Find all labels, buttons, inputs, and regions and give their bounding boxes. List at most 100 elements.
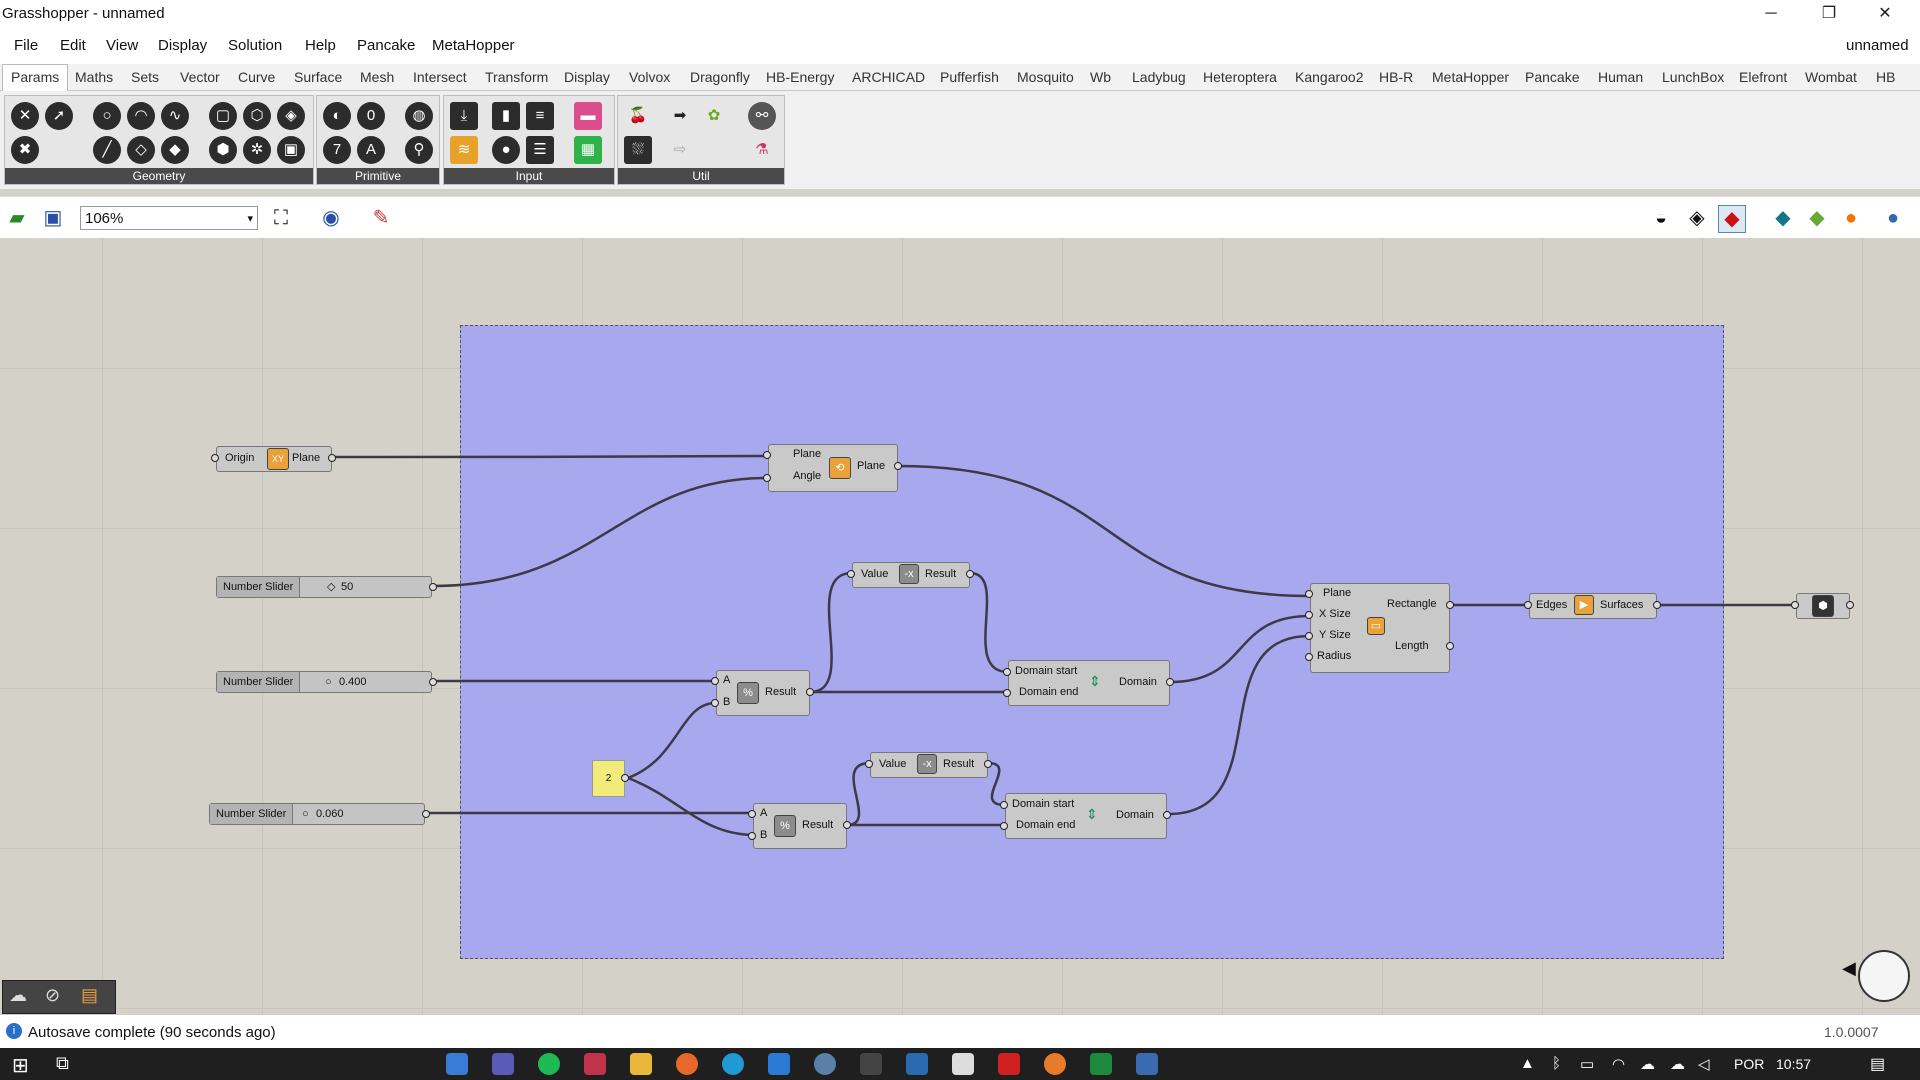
tab-kangaroo2[interactable]: Kangaroo2 — [1295, 69, 1364, 85]
navigation-compass[interactable] — [1858, 950, 1910, 1002]
onedrive-icon[interactable]: ☁ — [1670, 1056, 1685, 1073]
input-port[interactable] — [748, 832, 756, 840]
tab-hb-energy[interactable]: HB-Energy — [766, 69, 835, 85]
task-view-icon[interactable]: ⧉ — [56, 1053, 69, 1073]
preview-shaded-icon[interactable]: ◆ — [1718, 205, 1746, 233]
tab-metahopper[interactable]: MetaHopper — [1432, 69, 1510, 85]
path-icon[interactable]: ⚲ — [405, 136, 433, 164]
flask-icon[interactable]: ⚗ — [755, 141, 769, 158]
package-icon[interactable]: ▤ — [81, 985, 99, 1005]
menu-file[interactable]: File — [14, 37, 39, 54]
clock[interactable]: 10:57 — [1776, 1056, 1812, 1072]
firefox-icon[interactable] — [676, 1053, 698, 1075]
tab-display[interactable]: Display — [564, 69, 610, 85]
line-icon[interactable]: ╱ — [93, 136, 121, 164]
r-icon[interactable] — [814, 1053, 836, 1075]
input-port[interactable] — [1000, 822, 1008, 830]
output-port[interactable] — [422, 810, 430, 818]
menu-view[interactable]: View — [106, 37, 139, 54]
output-port[interactable] — [429, 583, 437, 591]
mesh-icon[interactable]: ◈ — [277, 102, 305, 130]
construct-domain-component-1[interactable]: Domain start Domain end ⇕ Domain — [1008, 660, 1170, 706]
panel-list-icon[interactable]: ☰ — [526, 136, 554, 164]
menu-help[interactable]: Help — [305, 37, 336, 54]
tab-dragonfly[interactable]: Dragonfly — [690, 69, 750, 85]
input-port[interactable] — [763, 451, 771, 459]
tab-maths[interactable]: Maths — [75, 69, 114, 85]
battery-icon[interactable]: ▭ — [1580, 1056, 1595, 1073]
rotate-plane-component[interactable]: Plane Angle ⟲ Plane — [768, 444, 898, 492]
input-port[interactable] — [711, 699, 719, 707]
tab-vector[interactable]: Vector — [180, 69, 220, 85]
tab-pufferfish[interactable]: Pufferfish — [940, 69, 999, 85]
input-port[interactable] — [1791, 601, 1799, 609]
input-port[interactable] — [1000, 801, 1008, 809]
import-icon[interactable]: ⤓ — [450, 102, 478, 130]
matrix-icon[interactable]: ▦ — [574, 136, 602, 164]
box-icon[interactable]: ◆ — [161, 136, 189, 164]
plane-icon[interactable]: ◇ — [127, 136, 155, 164]
spotify-icon[interactable] — [538, 1053, 560, 1075]
input-port[interactable] — [1524, 601, 1532, 609]
xy-plane-component[interactable]: Origin XY Plane — [216, 446, 332, 472]
tab-intersect[interactable]: Intersect — [413, 69, 467, 85]
cloud-icon[interactable]: ☁ — [1640, 1056, 1655, 1073]
input-port[interactable] — [748, 810, 756, 818]
tab-human[interactable]: Human — [1598, 69, 1644, 85]
geometry-param-component[interactable]: ⬢ — [1796, 593, 1850, 619]
output-port[interactable] — [984, 760, 992, 768]
grasshopper-canvas[interactable]: Origin XY Plane Plane Angle ⟲ Plane Numb… — [0, 238, 1920, 1014]
value-list-icon[interactable]: ≡ — [526, 102, 554, 130]
slider-grip-icon[interactable]: ○ — [302, 808, 309, 820]
volume-icon[interactable]: ◁ — [1698, 1056, 1710, 1073]
tab-volvox[interactable]: Volvox — [629, 69, 671, 85]
number-slider-2[interactable]: Number Slider ○ 0.400 — [216, 671, 432, 693]
toggle-icon[interactable]: ▮ — [492, 102, 520, 130]
tab-pancake[interactable]: Pancake — [1525, 69, 1580, 85]
component-group[interactable] — [460, 325, 1724, 959]
clusters-icon[interactable]: ⚯ — [748, 102, 776, 130]
division-component-2[interactable]: A B % Result — [753, 803, 847, 849]
menu-solution[interactable]: Solution — [228, 37, 283, 54]
tab-hb[interactable]: HB — [1876, 69, 1896, 85]
tab-transform[interactable]: Transform — [485, 69, 549, 85]
output-port[interactable] — [328, 454, 336, 462]
colour-icon[interactable]: ◍ — [405, 102, 433, 130]
hops-icon[interactable]: ✿ — [707, 107, 721, 124]
cherry-icon[interactable]: 🍒 — [628, 107, 648, 124]
output-port[interactable] — [1166, 678, 1174, 686]
mendeley-icon[interactable] — [584, 1053, 606, 1075]
save-file-icon[interactable]: ▣ — [43, 207, 63, 229]
group-icon[interactable]: ⬢ — [209, 136, 237, 164]
integer-icon[interactable]: 0 — [357, 102, 385, 130]
open-file-icon[interactable]: ▰ — [9, 207, 25, 229]
tab-heteroptera[interactable]: Heteroptera — [1203, 69, 1277, 85]
input-port[interactable] — [865, 760, 873, 768]
negative-component-2[interactable]: Value -x Result — [870, 752, 988, 778]
tab-hb-r[interactable]: HB-R — [1379, 69, 1414, 85]
teams-icon[interactable] — [492, 1053, 514, 1075]
windows-start-icon[interactable]: ⊞ — [12, 1055, 29, 1077]
preview-wireframe-icon[interactable]: ◈ — [1689, 207, 1705, 229]
notification-icon[interactable]: ▤ — [1870, 1056, 1886, 1073]
file-explorer-icon[interactable] — [630, 1053, 652, 1075]
tab-params[interactable]: Params — [2, 64, 69, 91]
maximize-button[interactable]: ❐ — [1821, 5, 1837, 22]
arc-icon[interactable]: ◠ — [127, 102, 155, 130]
preview-material-icon[interactable]: ● — [1844, 207, 1858, 229]
output-port[interactable] — [621, 774, 629, 782]
construct-domain-component-2[interactable]: Domain start Domain end ⇕ Domain — [1005, 793, 1167, 839]
output-port[interactable] — [429, 678, 437, 686]
input-port[interactable] — [763, 474, 771, 482]
surface-icon[interactable]: ▢ — [209, 102, 237, 130]
negative-component-1[interactable]: Value -x Result — [852, 562, 970, 588]
zoom-dropdown[interactable]: 106%▾ — [80, 206, 258, 230]
sketch-pen-icon[interactable]: ✎ — [372, 207, 390, 229]
excel-icon[interactable] — [1090, 1053, 1112, 1075]
curve-icon[interactable]: ∿ — [161, 102, 189, 130]
bluetooth-icon[interactable]: ᛒ — [1552, 1055, 1562, 1072]
output-port[interactable] — [966, 570, 974, 578]
menu-display[interactable]: Display — [158, 37, 208, 54]
tab-curve[interactable]: Curve — [238, 69, 276, 85]
output-port[interactable] — [1446, 601, 1454, 609]
